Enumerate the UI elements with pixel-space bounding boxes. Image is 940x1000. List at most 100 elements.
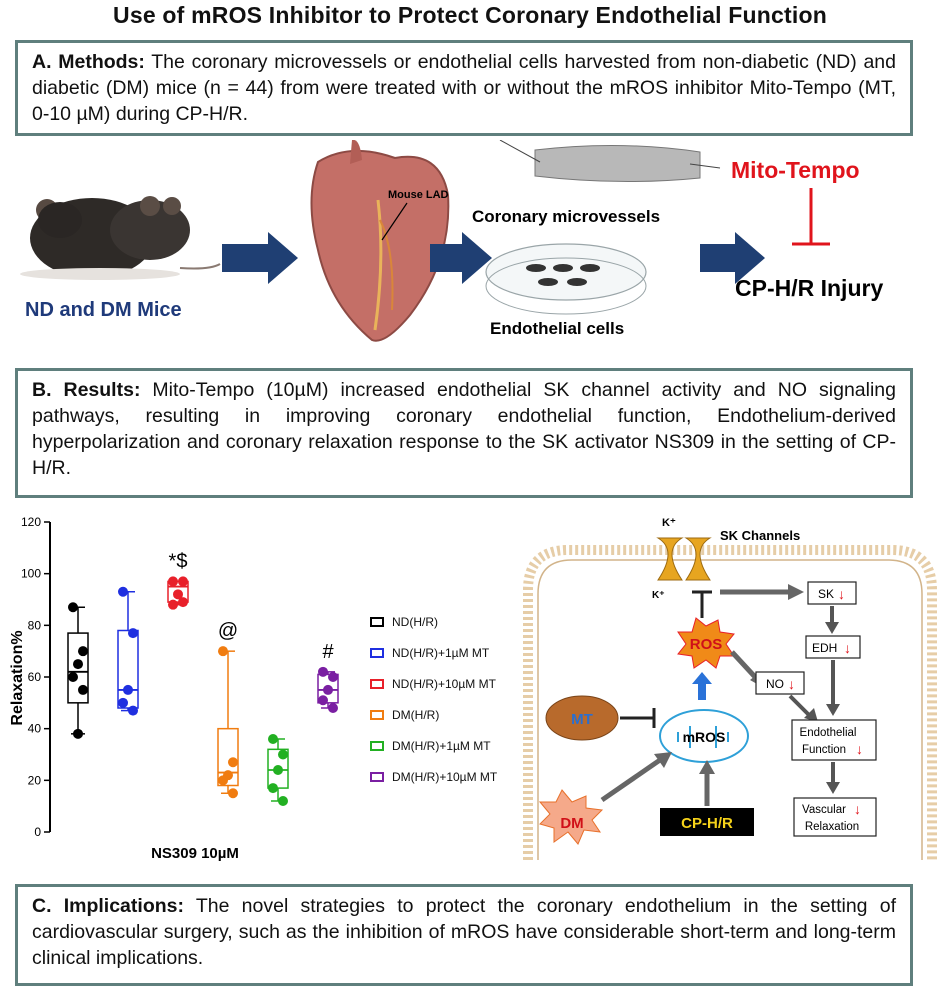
data-point [118,697,128,708]
data-point [78,646,88,657]
mt-label: MT [571,711,593,728]
relaxation-box-plot: Relaxation% NS309 10µM 020406080100120*$… [9,515,339,862]
data-point [323,684,333,695]
data-point [273,765,283,775]
arrow-no-to-function [788,694,812,718]
page-title: Use of mROS Inhibitor to Protect Coronar… [113,2,827,28]
y-axis-label: Relaxation% [9,630,26,725]
injury-label: CP-H/R Injury [735,275,883,301]
edh-down-arrow: ↓ [844,640,851,656]
data-point [278,749,288,760]
edh-box [805,635,861,659]
data-point [168,599,178,610]
data-point [128,628,138,639]
data-point [68,602,78,613]
data-point [278,796,288,806]
data-point [118,586,128,597]
data-point [173,589,183,600]
legend-label: ND(H/R)+10µM MT [392,677,496,691]
ros-burst-icon [677,617,735,669]
y-tick-label: 0 [34,825,41,839]
data-point [178,597,188,608]
implications-text: The novel strategies to protect the coro… [32,895,897,969]
data-point [218,775,228,786]
results-paragraph: B. Results: Mito-Tempo (10µM) increased … [32,377,896,481]
no-box [755,671,805,695]
legend-label: DM(H/R)+10µM MT [392,770,498,784]
data-point [73,659,83,670]
results-text: Mito-Tempo (10µM) increased endothelial … [32,379,896,479]
legend-label: ND(H/R) [392,615,438,629]
box-group [67,602,89,739]
cphr-label: CP-H/R [681,815,733,832]
potassium-in-label: K⁺ [652,590,665,601]
legend-swatch [370,617,384,627]
data-point [128,705,138,716]
function-label-line1: Endothelial [800,727,857,739]
function-box [791,719,877,761]
box-iqr [117,629,139,709]
data-point [123,684,133,695]
sk-label: SK [818,587,834,601]
function-label-line2: Function [802,744,846,756]
arrow-tissue-to-injury [700,232,765,284]
sk-down-arrow: ↓ [838,586,845,602]
legend-label: ND(H/R)+1µM MT [392,646,490,660]
data-point [78,684,88,695]
data-point [73,728,83,739]
y-tick-label: 60 [28,670,42,684]
results-panel: B. Results: Mito-Tempo (10µM) increased … [15,368,913,498]
box-group: @ [217,620,239,799]
box-group [117,586,139,716]
arrow-mice-to-heart [222,232,298,284]
legend-swatch [370,679,384,689]
pathway-diagram: K⁺ K⁺ SK Channels ROS mROS MT DM CP-H/R … [523,517,937,860]
arrow-mros-to-ros [692,672,712,700]
methods-paragraph: A. Methods: The coronary microvessels or… [32,49,896,127]
relaxation-down-arrow: ↓ [854,801,861,817]
y-tick-label: 40 [28,722,42,736]
data-point [228,788,238,799]
sk-channels-label: SK Channels [720,528,800,543]
significance-annotation: @ [218,620,238,642]
box-iqr [67,632,89,704]
legend-label: DM(H/R)+1µM MT [392,739,491,753]
box-iqr [317,673,339,704]
no-label: NO [766,677,784,691]
data-point [328,703,338,713]
methods-heading: A. Methods: [32,51,145,73]
methods-text: The coronary microvessels or endothelial… [32,51,896,125]
implications-heading: C. Implications: [32,895,184,917]
box-group: # [317,641,339,713]
y-tick-label: 80 [28,618,42,632]
sk-channel-icon [656,537,712,581]
potassium-out-label: K⁺ [662,517,676,529]
arrow-ros-to-no [730,650,758,680]
legend-swatch [370,648,384,658]
relaxation-label-line1: Vascular [802,804,846,816]
legend-swatch [370,741,384,751]
dm-label: DM [560,815,583,832]
legend-label: DM(H/R) [392,708,440,722]
data-point [318,695,328,706]
box-group: *$ [167,550,189,610]
no-down-arrow: ↓ [788,676,795,692]
legend-swatch [370,710,384,720]
data-point [68,672,78,682]
y-tick-label: 100 [21,567,41,581]
heart-image [310,140,450,342]
data-point [328,672,338,682]
sk-box [807,581,857,605]
implications-paragraph: C. Implications: The novel strategies to… [32,893,896,971]
petri-dish-image [485,243,647,315]
legend-swatch [370,772,384,782]
dm-burst-icon [538,789,604,845]
results-heading: B. Results: [32,379,141,401]
data-point [168,576,178,587]
data-point [318,666,328,677]
box-group [267,734,289,806]
relaxation-box [793,797,877,837]
heart-lad-label: Mouse LAD [388,189,449,201]
methods-panel: A. Methods: The coronary microvessels or… [15,40,913,136]
edh-label: EDH [812,641,837,655]
